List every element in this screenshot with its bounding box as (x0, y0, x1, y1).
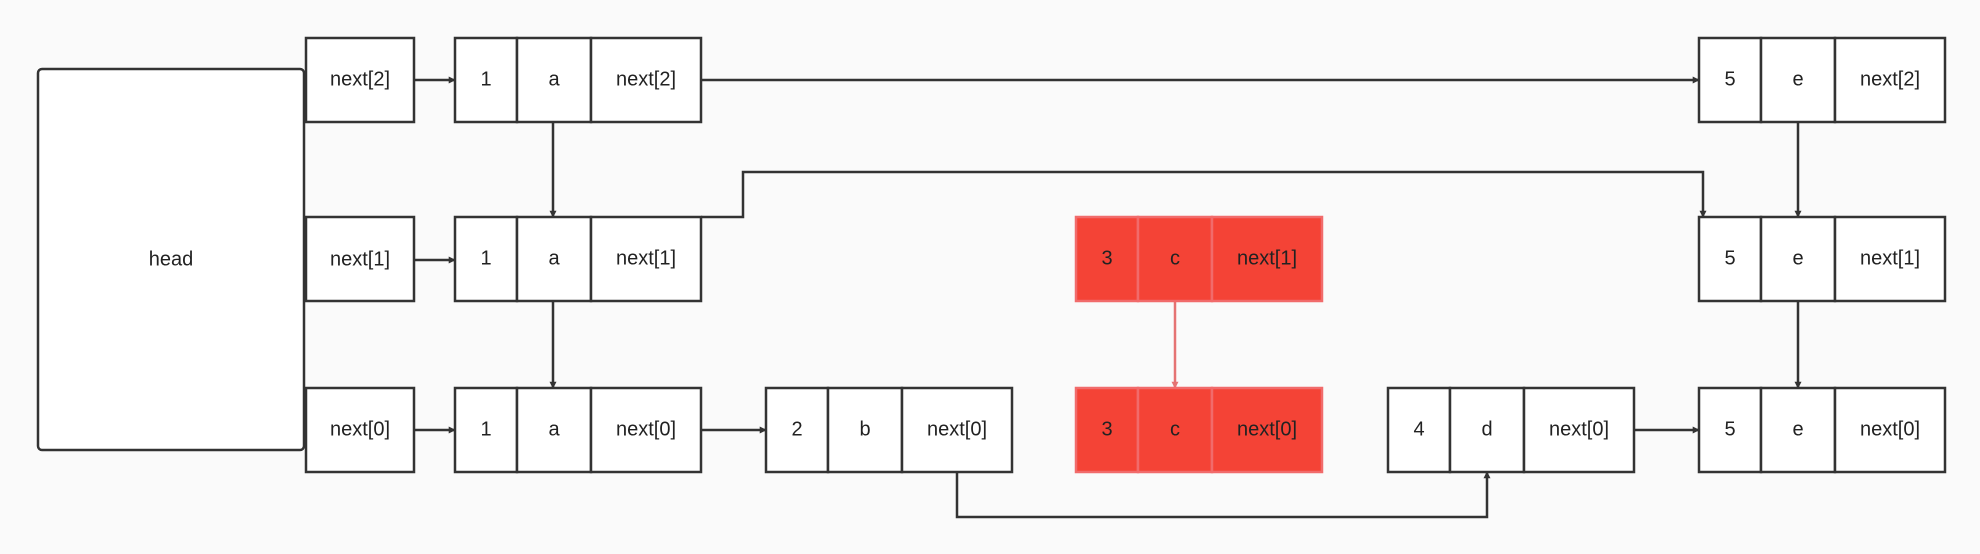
head-pointer-label: next[0] (330, 418, 390, 440)
node-value-cell (515, 386, 593, 474)
head-pointer-next2: next[2] (304, 36, 416, 124)
node-key-cell (453, 215, 519, 303)
node-value-label: a (548, 418, 560, 440)
node-pointer-label: next[0] (616, 418, 676, 440)
node-key-cell (764, 386, 830, 474)
node-key-label: 1 (480, 247, 491, 269)
arrow-node1-next1-to-node5 (701, 170, 1707, 219)
head-pointer-next0: next[0] (304, 386, 416, 474)
node-value-label: b (859, 418, 870, 440)
node-value-label: e (1792, 418, 1803, 440)
node-pointer-label: next[1] (1237, 247, 1297, 269)
node-pointer-cell (1210, 386, 1324, 474)
node-pointer-cell (1833, 386, 1947, 474)
head-pointer-label: next[2] (330, 68, 390, 90)
node-value-cell (1759, 36, 1837, 124)
node-pointer-cell (1833, 215, 1947, 303)
node-value-label: c (1170, 247, 1180, 269)
node-pointer-cell (589, 36, 703, 124)
node-key-label: 1 (480, 68, 491, 90)
node-pointer-cell (1522, 386, 1636, 474)
node-key-label: 5 (1724, 418, 1735, 440)
node-value-label: a (548, 68, 560, 90)
nodes: 1 a next[2] 1 a next[1] 1 a next[0] 2 b next[0] 3 c ne… (453, 36, 1947, 474)
node-key-label: 3 (1101, 418, 1112, 440)
node-key-label: 2 (791, 418, 802, 440)
head-node: head (36, 67, 306, 452)
node-pointer-cell (1833, 36, 1947, 124)
node-value-label: e (1792, 68, 1803, 90)
node-key-cell (453, 386, 519, 474)
node-pointer-label: next[0] (1237, 418, 1297, 440)
node-value-label: e (1792, 247, 1803, 269)
node-n5-l1: 5 e next[1] (1697, 215, 1947, 303)
node-key-label: 5 (1724, 68, 1735, 90)
node-value-cell (515, 36, 593, 124)
node-pointer-label: next[1] (1860, 247, 1920, 269)
node-n5-l0: 5 e next[0] (1697, 386, 1947, 474)
node-key-cell (1074, 386, 1140, 474)
node-key-label: 3 (1101, 247, 1112, 269)
node-pointer-cell (589, 215, 703, 303)
head-pointer-label: next[1] (330, 248, 390, 270)
node-pointer-label: next[2] (1860, 68, 1920, 90)
node-value-cell (515, 215, 593, 303)
node-n5-l2: 5 e next[2] (1697, 36, 1947, 124)
node-pointer-label: next[0] (927, 418, 987, 440)
node-pointer-label: next[1] (616, 247, 676, 269)
node-value-label: c (1170, 418, 1180, 440)
node-n1-l2: 1 a next[2] (453, 36, 703, 124)
node-key-label: 1 (480, 418, 491, 440)
node-pointer-label: next[0] (1549, 418, 1609, 440)
head-pointer-next1: next[1] (304, 215, 416, 303)
node-n3-l0: 3 c next[0] (1074, 386, 1324, 474)
node-n2-l0: 2 b next[0] (764, 386, 1014, 474)
node-n1-l1: 1 a next[1] (453, 215, 703, 303)
node-n3-l1: 3 c next[1] (1074, 215, 1324, 303)
node-pointer-label: next[2] (616, 68, 676, 90)
node-value-label: a (548, 247, 560, 269)
head-label: head (149, 248, 194, 270)
node-key-cell (1386, 386, 1452, 474)
node-key-label: 5 (1724, 247, 1735, 269)
node-value-cell (1136, 386, 1214, 474)
node-key-cell (1697, 215, 1763, 303)
node-pointer-label: next[0] (1860, 418, 1920, 440)
node-n4-l0: 4 d next[0] (1386, 386, 1636, 474)
node-key-cell (1074, 215, 1140, 303)
node-value-label: d (1481, 418, 1492, 440)
node-pointer-cell (1210, 215, 1324, 303)
connectors (414, 76, 1802, 519)
node-n1-l0: 1 a next[0] (453, 386, 703, 474)
node-value-cell (826, 386, 904, 474)
node-pointer-cell (900, 386, 1014, 474)
node-key-label: 4 (1413, 418, 1424, 440)
head-box (36, 67, 306, 452)
node-value-cell (1448, 386, 1526, 474)
node-value-cell (1759, 386, 1837, 474)
node-pointer-cell (589, 386, 703, 474)
arrow-node2-next0-to-node4 (955, 471, 1491, 519)
